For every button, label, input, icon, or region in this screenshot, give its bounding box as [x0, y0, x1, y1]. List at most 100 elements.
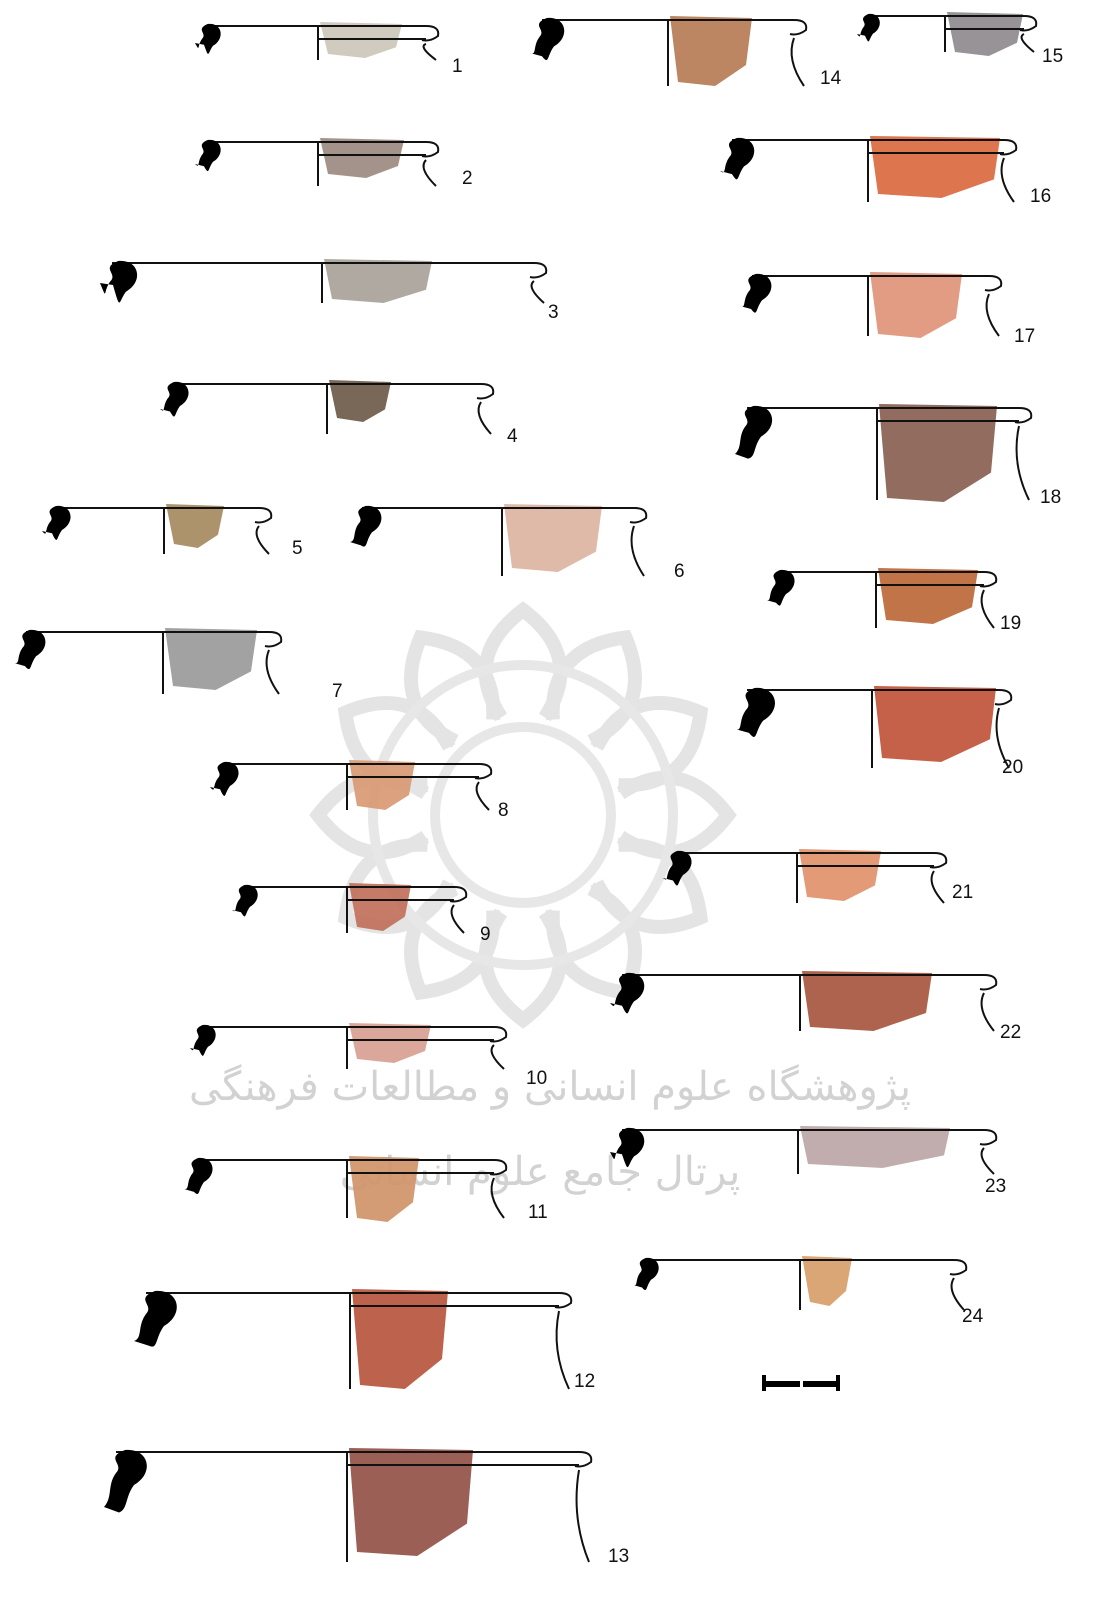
vessel-drawing: 7	[14, 628, 343, 702]
vessel-drawing: 20	[735, 686, 1023, 778]
profile-section	[232, 884, 258, 917]
vessel-number: 3	[548, 302, 559, 323]
vessel-drawing: 15	[857, 12, 1063, 67]
profile-section	[735, 687, 775, 737]
profile-section	[720, 137, 755, 180]
vessel-number: 17	[1014, 326, 1035, 347]
sherd-photo	[349, 883, 411, 931]
vessel-drawing: 1	[195, 22, 463, 77]
vessel-outline	[979, 974, 998, 1032]
scale-bar-icon	[762, 1375, 840, 1391]
sherd-photo	[504, 504, 602, 572]
vessel-number: 9	[480, 924, 491, 945]
vessel-drawing: 21	[663, 849, 973, 904]
vessel-drawing: 18	[735, 404, 1061, 508]
sherd-photo	[870, 272, 962, 338]
vessel-number: 12	[574, 1371, 595, 1392]
profile-section	[740, 273, 772, 313]
sherd-photo	[799, 849, 881, 901]
profile-section	[663, 850, 692, 886]
vessel-outline	[529, 262, 548, 304]
vessel-outline	[984, 275, 1003, 337]
profile-section	[14, 629, 46, 670]
watermark-rosette-icon	[309, 601, 737, 1029]
vessel-drawing: 2	[195, 138, 473, 189]
vessel-number: 21	[952, 882, 973, 903]
vessel-drawing: 4	[160, 380, 518, 447]
vessel-number: 4	[507, 426, 518, 447]
watermark-line-1: پژوهشگاه علوم انسانی و مطالعات فرهنگی	[189, 1064, 911, 1110]
vessel-outline	[474, 763, 493, 811]
vessel-outline	[1019, 15, 1038, 53]
vessel-number: 5	[292, 538, 303, 559]
vessel-outline	[254, 507, 273, 555]
profile-section	[766, 569, 795, 606]
vessel-number: 6	[674, 561, 685, 582]
vessel-outline	[264, 631, 283, 695]
sherd-photo	[874, 686, 996, 762]
vessel-drawing: 8	[210, 760, 509, 821]
profile-section	[134, 1290, 177, 1347]
sherd-photo	[670, 16, 752, 86]
vessel-number: 2	[462, 168, 473, 189]
sherd-photo	[320, 138, 404, 178]
sherd-photo	[324, 259, 432, 303]
vessel-outline	[979, 571, 998, 629]
vessel-outline	[629, 507, 648, 577]
vessel-number: 10	[526, 1068, 547, 1089]
vessel-outline	[929, 852, 948, 904]
vessel-number: 19	[1000, 613, 1021, 634]
vessel-drawing: 3	[100, 259, 559, 323]
vessel-drawing: 6	[350, 504, 685, 582]
profile-section	[610, 1127, 645, 1168]
vessel-drawing: 24	[633, 1256, 984, 1327]
vessel-outline	[789, 19, 808, 87]
vessel-number: 13	[608, 1546, 629, 1567]
vessel-outline	[1014, 407, 1033, 501]
vessel-number: 24	[962, 1306, 984, 1327]
vessel-drawing: 16	[720, 136, 1051, 207]
vessel-outline	[421, 141, 440, 187]
vessel-drawing: 14	[530, 16, 842, 89]
vessel-outline	[949, 1259, 968, 1311]
vessel-number: 1	[452, 56, 463, 77]
vessel-drawing: 5	[42, 504, 303, 559]
vessel-number: 22	[1000, 1022, 1021, 1043]
vessel-number: 7	[332, 681, 343, 702]
profile-section	[42, 505, 71, 540]
vessel-outline	[489, 1026, 508, 1070]
profile-section	[210, 761, 239, 796]
sherd-photo	[800, 1126, 950, 1168]
sherd-photo	[349, 1156, 419, 1222]
vessel-outline	[489, 1159, 508, 1219]
profile-section	[857, 13, 880, 42]
vessel-outline	[449, 886, 468, 934]
profile-section	[104, 1449, 147, 1513]
vessel-outline	[554, 1292, 573, 1390]
profile-section	[195, 139, 221, 172]
profile-section	[610, 972, 645, 1014]
vessel-outline	[574, 1451, 593, 1563]
profile-section	[735, 405, 773, 459]
vessel-number: 20	[1002, 757, 1023, 778]
sherd-photo	[947, 12, 1023, 56]
vessel-drawing: 11	[184, 1156, 548, 1223]
sherd-photo	[802, 1256, 852, 1306]
vessel-outline	[999, 139, 1018, 203]
sherd-photo	[165, 628, 257, 690]
vessel-drawing: 12	[134, 1289, 595, 1392]
sherd-photo	[349, 1023, 431, 1063]
sherd-photo	[879, 404, 997, 502]
vessel-number: 15	[1042, 46, 1063, 67]
sherd-photo	[352, 1289, 448, 1389]
sherd-photo	[349, 1448, 473, 1556]
vessel-drawing: 9	[232, 883, 491, 945]
profile-section	[350, 505, 382, 547]
vessel-number: 18	[1040, 487, 1061, 508]
vessel-drawing: 13	[104, 1448, 629, 1567]
vessel-drawing: 17	[740, 272, 1035, 347]
vessel-drawing: 23	[610, 1126, 1006, 1197]
profile-section	[184, 1157, 213, 1195]
